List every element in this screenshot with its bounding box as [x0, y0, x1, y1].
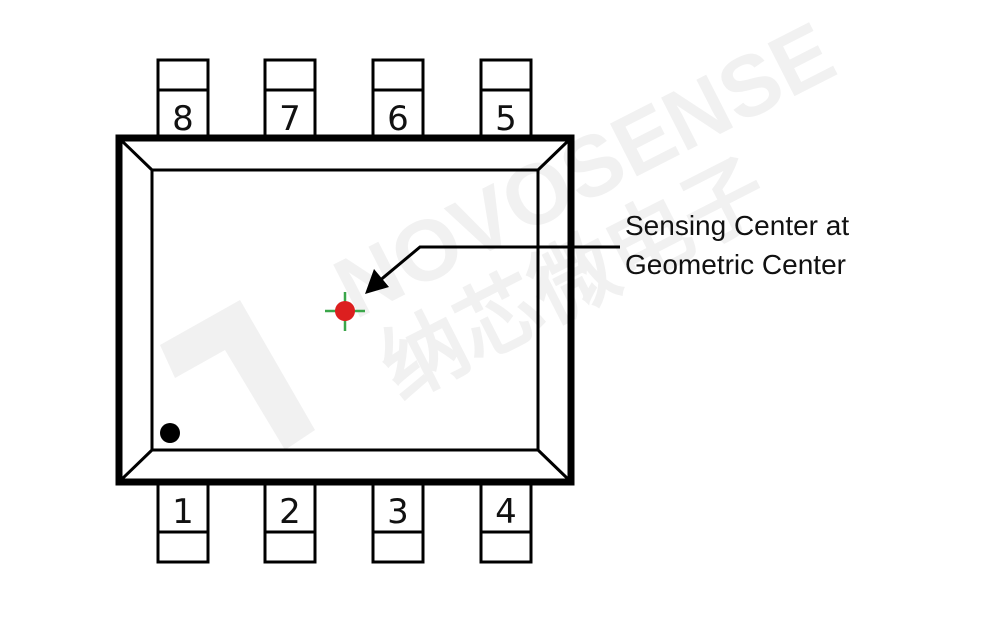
top-pins	[156, 58, 533, 140]
pin-label-3: 3	[387, 492, 409, 532]
sensing-center-dot	[335, 301, 355, 321]
annotation-line-1: Sensing Center at	[625, 210, 849, 241]
bottom-pins	[156, 482, 533, 564]
arrow-head-icon	[365, 269, 389, 294]
annotation-line-2: Geometric Center	[625, 249, 846, 280]
package-bevel-lines	[120, 139, 570, 481]
pin-label-5: 5	[495, 99, 517, 139]
pin-label-1: 1	[172, 492, 194, 532]
sensing-center-marker	[325, 292, 365, 331]
pin-label-4: 4	[495, 492, 517, 532]
package-inner-outline	[150, 168, 540, 452]
leader-line	[377, 245, 620, 284]
pin-labels: 8 7 6 5 1 2 3 4	[172, 99, 517, 532]
package-body	[115, 134, 575, 486]
annotation-leader	[365, 245, 620, 294]
package-outer-outline	[115, 134, 575, 486]
pin-label-2: 2	[279, 492, 301, 532]
pin-label-7: 7	[279, 99, 301, 139]
pin-label-6: 6	[387, 99, 409, 139]
watermark-logo-mark	[160, 300, 315, 450]
pin-label-8: 8	[172, 99, 194, 139]
pin1-indicator-dot	[160, 423, 180, 443]
